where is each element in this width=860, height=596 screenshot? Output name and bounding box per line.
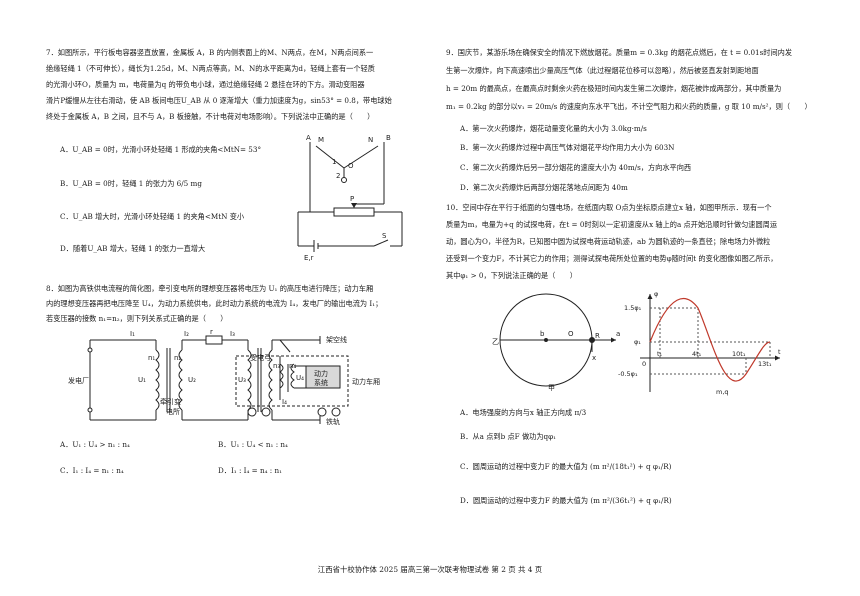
q10-option-c[interactable]: C．圆周运动的过程中变力F 的最大值为 (m π²/(18t₁²) + q φ₁…: [460, 462, 672, 471]
q10-tick-neg-0-5phi: -0.5φ₁: [618, 370, 638, 378]
q7-label-b: B: [386, 134, 391, 142]
q8-label-rail: 铁轨: [326, 417, 340, 426]
q7-label-m: M: [318, 136, 324, 144]
q8-label-n2: n₂: [174, 354, 181, 362]
q8-line-3: 若变压器的接数 n₁=n₂，则下列关系式正确的是（ ）: [46, 314, 228, 323]
q7-label-switch: S: [382, 232, 387, 240]
q7-line-3: 的光滑小环O，质量为 m，电荷量为q 的带负电小球，通过绝缘轻绳 2 悬挂在环的…: [46, 80, 365, 89]
q7-label-p: P: [350, 195, 354, 203]
q7-label-o: O: [348, 162, 354, 170]
q10-label-b: 乙: [492, 338, 499, 346]
q10-axis-phi: φ: [654, 290, 658, 298]
q7-label-n: N: [368, 136, 373, 144]
q8-option-a[interactable]: A．U₁ : U₄ > n₁ : n₄: [60, 440, 130, 449]
q8-label-catenary: 架空线: [326, 335, 347, 344]
q10-line-4: 还受到一个变力F，不计其它力的作用；测得试探电荷所处位置的电势φ随时间t 的变化…: [446, 254, 778, 263]
q8-option-b[interactable]: B．U₁ : U₄ < n₁ : n₄: [218, 440, 288, 449]
q7-label-battery: E,r: [304, 254, 314, 262]
q8-label-r: r: [210, 328, 213, 336]
q8-label-power-car: 动力车厢: [352, 377, 380, 386]
q8-label-substation-2: 电所: [166, 407, 180, 416]
q8-label-substation-1: 牵引变: [160, 397, 181, 406]
q10-figure-yi: 1.5φ₁ φ₁ 0 -0.5φ₁ t₁ 4t₁ 10t₁ 13t₁ t φ m…: [618, 290, 781, 396]
q8-label-n1: n₁: [148, 354, 155, 362]
q9-option-c[interactable]: C．第二次火药爆炸后另一部分烟花的速度大小为 40m/s，方向水平向西: [460, 163, 692, 172]
q8-label-n3: n₃: [273, 362, 280, 370]
q7-option-c[interactable]: C．U_AB 增大时，光滑小环处轻绳 1 的夹角<MtN 变小: [60, 212, 245, 221]
q8-line-1: 8．如图为高铁供电流程的简化图，牵引变电所的理想变压器将电压为 U₁ 的高压电进…: [46, 284, 374, 293]
q10-tick-1-5phi: 1.5φ₁: [624, 304, 642, 312]
q10-label-yi: m,q: [716, 388, 729, 396]
q7-line-5: 终处于金属板 A，B 之间，且不与 A，B 板接触，不计电荷对电场影响）。下列说…: [46, 112, 375, 121]
q10-label-jia: 甲: [548, 384, 555, 392]
q8-label-i4: I₄: [282, 398, 287, 406]
q7-option-a[interactable]: A．U_AB = 0时，光滑小环处轻绳 1 形成的夹角<MtN= 53°: [60, 145, 262, 154]
q10-tick-10t1: 10t₁: [732, 350, 746, 358]
q9-option-b[interactable]: B．第一次火药爆炸过程中高压气体对烟花平均作用力大小为 603N: [460, 143, 675, 152]
q10-tick-4t1: 4t₁: [692, 350, 702, 358]
q10-label-x: a: [616, 330, 620, 338]
q10-option-b[interactable]: B．从a 点到b 点F 做功为qφ₁: [460, 432, 557, 441]
q8-label-i1: I₁: [130, 330, 135, 338]
q10-label-mq: x: [592, 354, 596, 362]
q8-label-u1: U₁: [138, 376, 146, 384]
q9-line-4: m₁ = 0.2kg 的部分以v₁ = 20m/s 的速度向东水平飞出，不计空气…: [446, 102, 812, 111]
q10-tick-zero: 0: [642, 360, 646, 368]
q10-figure-jia: 甲 乙 b O R a x: [492, 293, 620, 392]
q7-option-b[interactable]: B．U_AB = 0时，轻绳 1 的张力为 6/5 mg: [60, 179, 202, 188]
q8-label-i2: I₂: [184, 330, 189, 338]
q10-tick-13t1: 13t₁: [758, 360, 772, 368]
q9-option-d[interactable]: D．第二次火药爆炸后两部分烟花落地点间距为 40m: [460, 183, 628, 192]
q8-option-c[interactable]: C．I₁ : I₄ = n₁ : n₄: [60, 466, 124, 475]
q10-axis-t: t: [778, 348, 781, 356]
q10-option-a[interactable]: A．电场强度的方向与x 轴正方向成 π/3: [460, 408, 587, 417]
q9-line-1: 9．国庆节，某游乐场在确保安全的情况下燃放烟花。质量m = 0.3kg 的烟花点…: [446, 48, 793, 57]
q8-option-d[interactable]: D．I₁ : I₄ = n₄ : n₁: [218, 466, 282, 475]
page-footer: 江西省十校协作体 2025 届高三第一次联考物理试卷 第 2 页 共 4 页: [317, 565, 543, 574]
q7-line-4: 滑片P缓慢从左往右滑动，使 AB 板间电压U_AB 从 0 逐渐增大（重力加速度…: [46, 96, 392, 105]
q8-label-power-plant: 发电厂: [68, 376, 89, 385]
q9-line-2: 生第一次爆炸，向下高速喷出少量高压气体（此过程烟花位移可以忽略），然后被竖直发射…: [446, 66, 759, 75]
q7-circuit-figure: A M N B 1 2 O P E,r S: [297, 134, 403, 262]
q10-line-1: 10．空间中存在平行于纸面的匀强电场，在纸面内取 O点为坐标原点建立x 轴，如图…: [446, 203, 772, 212]
q10-line-5: 其中φ₁ > 0，下列说法正确的是（ ）: [446, 271, 577, 280]
q7-label-rope-2: 2: [336, 172, 340, 180]
q8-label-pantograph: 受电弓: [250, 353, 271, 362]
q8-label-u2: U₂: [188, 376, 196, 384]
q10-label-o: b: [540, 330, 545, 338]
q10-line-3: 动，圆心为O，半径为R，已知图中圆为试探电荷运动轨迹，ab 为圆轨迹的一条直径；…: [446, 237, 771, 246]
q10-option-d[interactable]: D．圆周运动的过程中变力F 的最大值为 (m π²/(36t₁²) + q φ₁…: [460, 496, 672, 505]
q10-tick-phi: φ₁: [634, 338, 641, 346]
q10-tick-t1: t₁: [657, 350, 663, 358]
q7-line-1: 7．如图所示，平行板电容器竖直放置，金属板 A，B 的内侧表面上的M、N两点，在…: [46, 48, 374, 57]
q7-option-d[interactable]: D．随着U_AB 增大，轻绳 1 的张力一直增大: [60, 244, 206, 253]
q10-label-r: O: [568, 330, 574, 338]
q8-label-power-system-2: 系统: [314, 378, 328, 387]
q8-label-power-system-1: 动力: [314, 369, 328, 378]
q8-line-2: 内的理想变压器再把电压降至 U₄，为动力系统供电，此时动力系统的电流为 I₄，发…: [46, 299, 383, 308]
q10-label-a: R: [595, 332, 600, 340]
q7-line-2: 绝缘轻绳 1（不可伸长），绳长为1.25d，M、N两点等高，M、N的水平距离为d…: [46, 64, 375, 73]
q8-label-i3: I₃: [230, 330, 235, 338]
q8-label-u4: U₄: [296, 374, 304, 382]
q8-label-n4: n₄: [289, 362, 296, 370]
q10-line-2: 质量为m，电量为+q 的试探电荷，在t = 0时刻以一定初速度从x 轴上的a 点…: [446, 220, 778, 229]
q7-label-rope-1: 1: [332, 158, 336, 166]
q9-line-3: h = 20m 的最高点，在最高点时剩余火药在极短时间内发生第二次爆炸，烟花被炸…: [446, 84, 782, 93]
q8-label-u3: U₃: [238, 376, 246, 384]
q9-option-a[interactable]: A．第一次火药爆炸，烟花动量变化量的大小为 3.0kg·m/s: [460, 124, 647, 133]
q7-label-a: A: [306, 134, 311, 142]
q8-power-figure: 发电厂 牵引变 电所 受电弓 架空线 动力 系统 动力车厢 铁轨 I₁ I₂ I…: [68, 328, 380, 426]
